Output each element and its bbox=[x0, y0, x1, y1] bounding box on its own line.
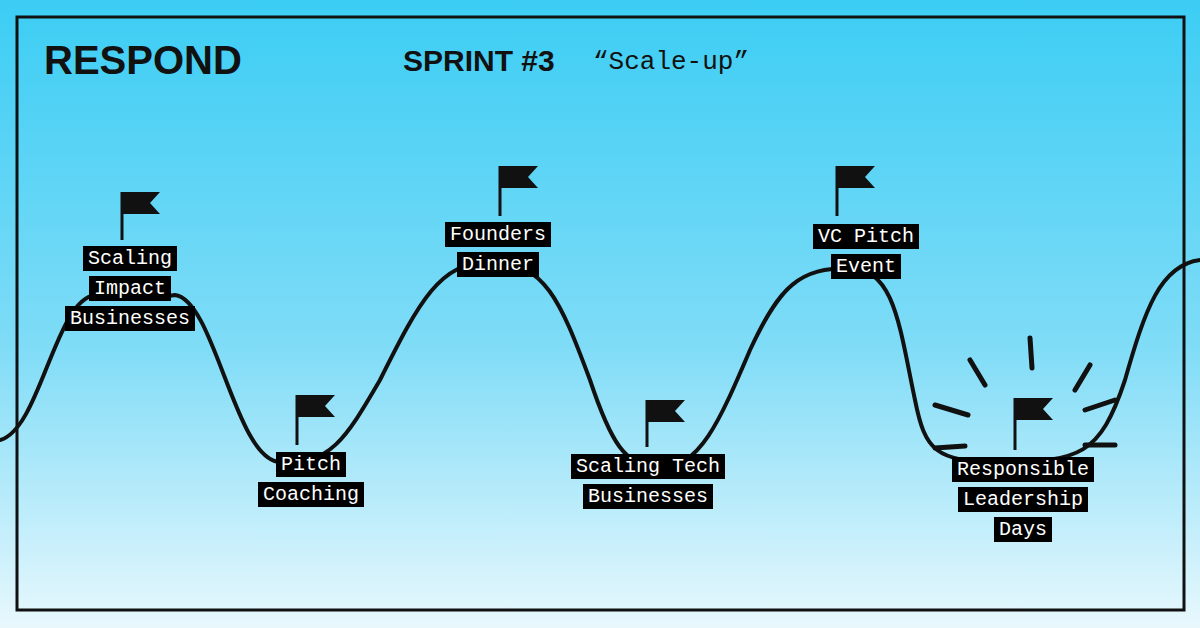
sprint-subtitle: “Scale-up” bbox=[593, 47, 749, 77]
milestone-label: Scaling Tech Businesses bbox=[558, 452, 738, 512]
milestone-text: Founders Dinner bbox=[445, 222, 551, 277]
milestone-label: VC Pitch Event bbox=[800, 222, 932, 282]
brand-logo: RESPOND bbox=[44, 38, 242, 83]
milestone-label: Responsible Leadership Days bbox=[951, 455, 1095, 545]
milestone-text: Scaling Tech Businesses bbox=[571, 454, 725, 509]
milestone-text: Scaling Impact Businesses bbox=[65, 246, 195, 331]
milestone-text: Responsible Leadership Days bbox=[952, 457, 1094, 542]
frame bbox=[17, 17, 1184, 610]
milestone-label: Founders Dinner bbox=[444, 220, 552, 280]
milestone-label: Scaling Impact Businesses bbox=[64, 244, 196, 334]
sprint-title: SPRINT #3 bbox=[403, 44, 555, 78]
milestone-text: VC Pitch Event bbox=[813, 224, 919, 279]
milestone-label: Pitch Coaching bbox=[257, 450, 365, 510]
wave-line bbox=[0, 260, 1200, 468]
burst-lines bbox=[935, 338, 1115, 448]
milestone-text: Pitch Coaching bbox=[258, 452, 364, 507]
flags bbox=[122, 166, 1053, 450]
